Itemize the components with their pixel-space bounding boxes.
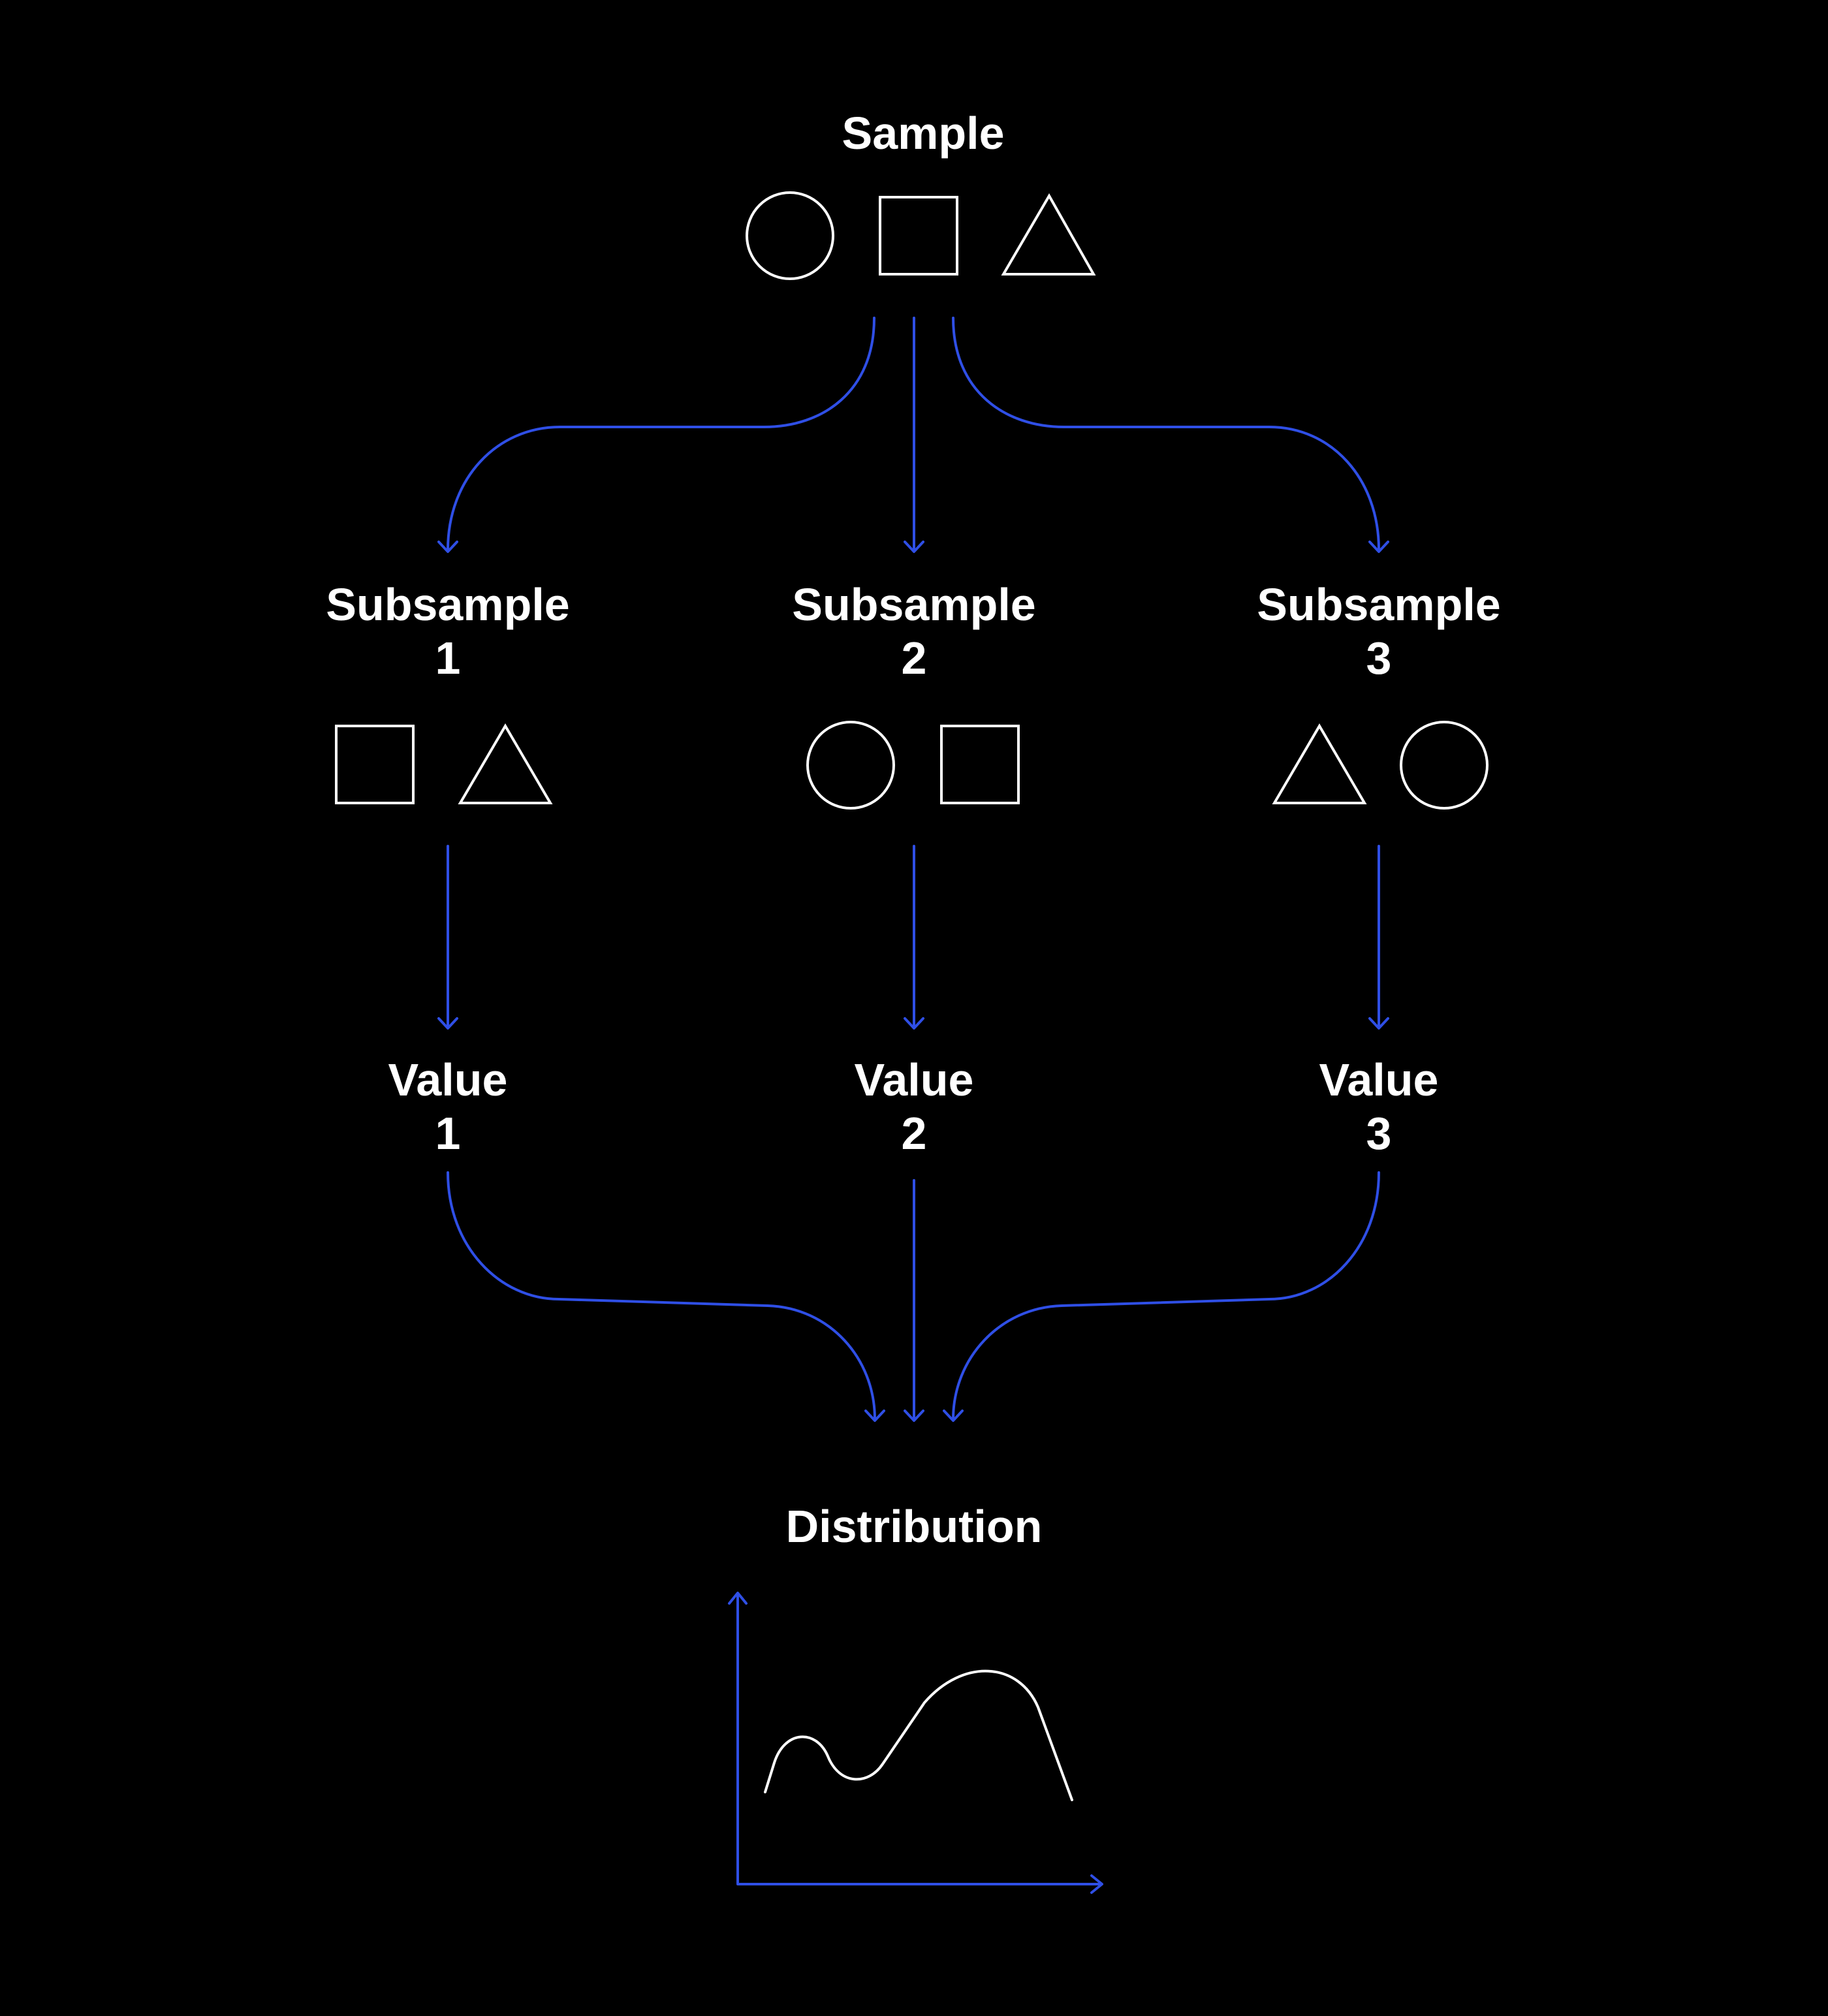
value-2-node: Value 2	[855, 1054, 974, 1159]
value-2-label: Value	[855, 1054, 974, 1105]
subsample-1-node: Subsample 1	[326, 579, 570, 804]
arrow-sample-to-subsample-1	[447, 317, 875, 551]
value-1-node: Value 1	[388, 1054, 508, 1159]
subsample-2-label: Subsample	[792, 579, 1035, 630]
value-1-number: 1	[435, 1108, 461, 1159]
sample-label: Sample	[842, 108, 1005, 159]
sample-circle-icon	[746, 191, 834, 280]
subsample-2-square-icon	[940, 725, 1020, 804]
arrow-value-1-to-distribution	[447, 1171, 876, 1421]
sample-square-icon	[879, 196, 958, 276]
arrowhead-subsample-1	[437, 541, 458, 553]
distribution-axis-lines	[736, 1593, 1102, 1885]
subsample-2-number: 2	[902, 633, 927, 684]
arrowhead-value-2	[904, 1017, 924, 1030]
sample-to-subsample-arrows	[437, 317, 1389, 553]
subsample-3-label: Subsample	[1257, 579, 1500, 630]
value-3-number: 3	[1366, 1108, 1392, 1159]
distribution-node: Distribution	[728, 1501, 1103, 1894]
subsample-1-label: Subsample	[326, 579, 569, 630]
subsample-1-square-icon	[335, 725, 415, 804]
arrowhead-distribution-2	[904, 1410, 924, 1422]
x-axis-arrow-icon	[1090, 1874, 1103, 1894]
subsample-3-node: Subsample 3	[1257, 579, 1501, 810]
subsample-2-node: Subsample 2	[792, 579, 1036, 810]
subsample-1-triangle-icon	[458, 723, 553, 804]
arrow-sample-to-subsample-3	[952, 317, 1380, 551]
arrowhead-distribution-1	[864, 1410, 885, 1422]
sample-node: Sample	[746, 108, 1096, 280]
distribution-axes	[728, 1592, 1103, 1894]
subsample-2-circle-icon	[806, 721, 895, 810]
subsample-3-triangle-icon	[1272, 723, 1367, 804]
arrowhead-subsample-2	[904, 541, 924, 553]
value-3-label: Value	[1319, 1054, 1439, 1105]
arrowhead-subsample-3	[1368, 541, 1389, 553]
subsample-to-value-arrows	[437, 845, 1389, 1030]
value-3-node: Value 3	[1319, 1054, 1439, 1159]
arrowhead-value-3	[1368, 1017, 1389, 1030]
subsample-3-number: 3	[1366, 633, 1392, 684]
sample-triangle-icon	[1001, 193, 1096, 276]
distribution-label: Distribution	[786, 1501, 1043, 1552]
arrowhead-value-1	[437, 1017, 458, 1030]
value-to-distribution-arrows	[447, 1171, 1380, 1422]
y-axis-arrow-icon	[728, 1592, 748, 1605]
value-1-label: Value	[388, 1054, 508, 1105]
subsample-1-number: 1	[435, 633, 461, 684]
value-2-number: 2	[902, 1108, 927, 1159]
arrow-value-3-to-distribution	[952, 1171, 1380, 1421]
distribution-curve	[764, 1669, 1073, 1801]
subsample-3-circle-icon	[1400, 721, 1489, 810]
arrowhead-distribution-3	[943, 1410, 964, 1422]
